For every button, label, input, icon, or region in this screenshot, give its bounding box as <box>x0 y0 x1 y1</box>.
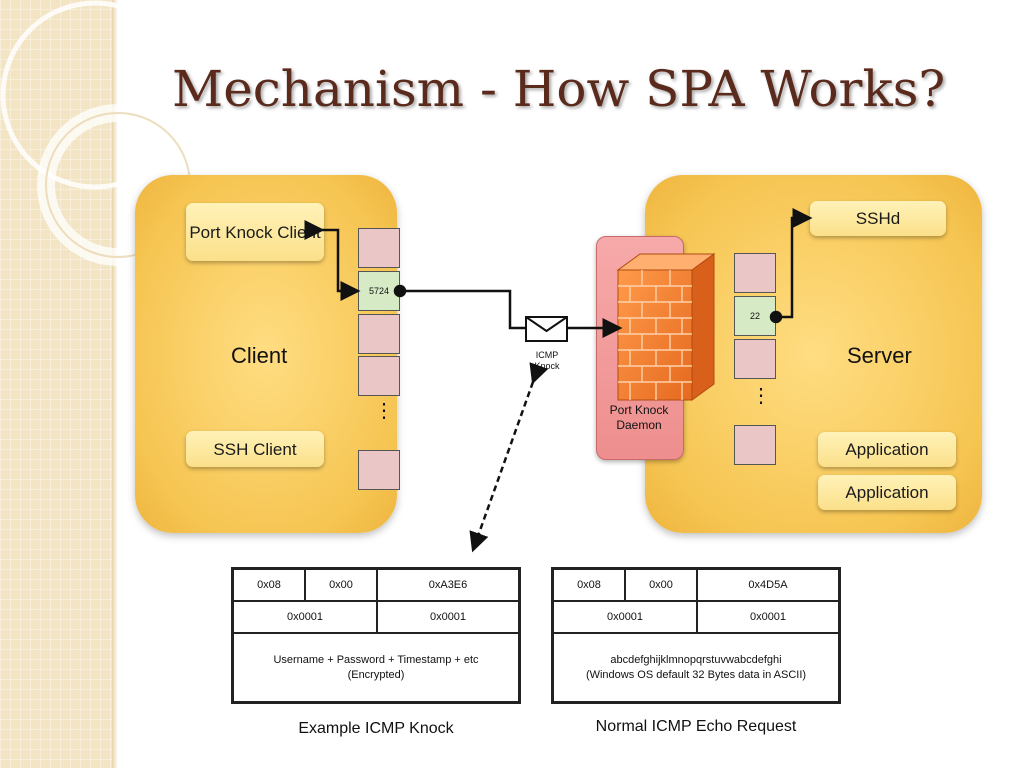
client-port-active: 5724 <box>358 271 400 311</box>
packet-cell: 0x00 <box>305 569 377 601</box>
server-port <box>734 339 776 379</box>
packet-cell: 0x4D5A <box>697 569 839 601</box>
client-port-ellipsis: ⋮ <box>374 400 394 422</box>
packet-payload: Username + Password + Timestamp + etc (E… <box>233 633 519 702</box>
server-port-active: 22 <box>734 296 776 336</box>
packet-caption: Example ICMP Knock <box>298 720 454 737</box>
client-port <box>358 356 400 396</box>
icmp-knock-label: ICMP Knock <box>534 350 560 371</box>
packet-payload: abcdefghijklmnopqrstuvwabcdefghi (Window… <box>553 633 839 702</box>
daemon-label: Port Knock Daemon <box>609 403 669 432</box>
packet-cell: 0x0001 <box>377 601 519 633</box>
server-label: Server <box>847 343 912 368</box>
packet-cell: 0x0001 <box>697 601 839 633</box>
sshd-box: SSHd <box>810 201 946 236</box>
packet-caption: Normal ICMP Echo Request <box>595 718 797 735</box>
packet-cell: 0x08 <box>553 569 625 601</box>
application-box: Application <box>818 475 956 510</box>
ssh-client-box: SSH Client <box>186 431 324 467</box>
application-box: Application <box>818 432 956 467</box>
decorative-strip-edge <box>112 0 118 768</box>
packet-cell: 0x0001 <box>233 601 377 633</box>
packet-cell: 0x0001 <box>553 601 697 633</box>
client-label: Client <box>231 343 288 368</box>
port-knock-client-box: Port Knock Client <box>186 203 324 261</box>
packet-cell: 0x08 <box>233 569 305 601</box>
payload-line: Username + Password + Timestamp + etc <box>273 653 479 666</box>
server-port <box>734 425 776 465</box>
payload-line: (Encrypted) <box>347 668 405 681</box>
payload-line: abcdefghijklmnopqrstuvwabcdefghi <box>610 653 782 666</box>
client-port <box>358 450 400 490</box>
slide-title: Mechanism - How SPA Works? <box>172 60 946 118</box>
icmp-knock-packet: 0x08 0x00 0xA3E6 0x0001 0x0001 Username … <box>231 567 521 704</box>
icmp-echo-packet: 0x08 0x00 0x4D5A 0x0001 0x0001 abcdefghi… <box>551 567 841 704</box>
client-port <box>358 228 400 268</box>
server-port <box>734 253 776 293</box>
firewall-icon <box>616 253 716 401</box>
payload-line: (Windows OS default 32 Bytes data in ASC… <box>585 668 807 681</box>
server-port-ellipsis: ⋮ <box>751 385 771 407</box>
decorative-strip <box>0 0 112 768</box>
envelope-icon <box>525 316 568 342</box>
packet-cell: 0x00 <box>625 569 697 601</box>
packet-cell: 0xA3E6 <box>377 569 519 601</box>
client-port <box>358 314 400 354</box>
